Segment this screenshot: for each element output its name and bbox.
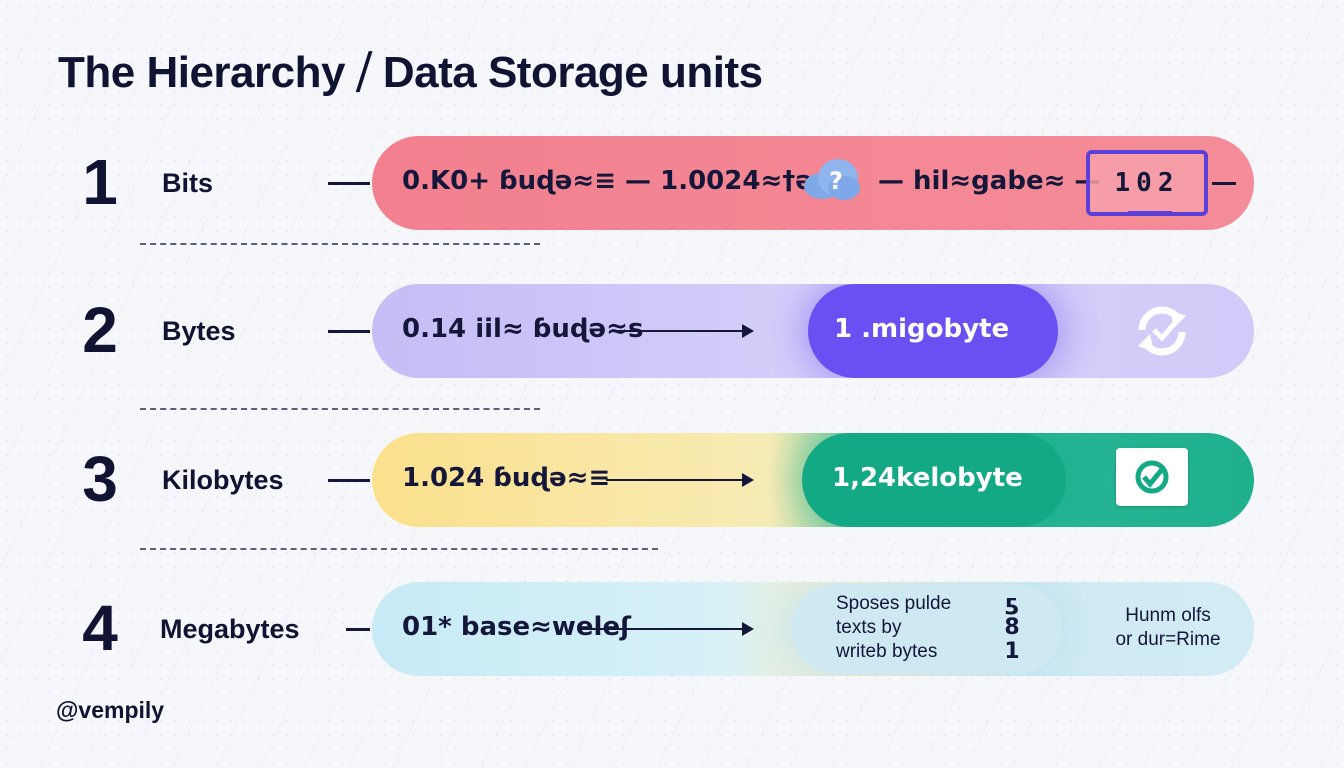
center-line: Sposes pulde [836,593,952,614]
row-number: 3 [82,443,118,515]
checkbox-frame [1116,448,1188,506]
row-number: 4 [82,592,118,664]
arrow-right [578,622,754,636]
highlight-blob [792,584,1062,674]
right-line: or dur=Rime [1115,629,1221,650]
row-pill: 1.024 ɓuɖə≈≡ 1,24kelobyte [372,433,1254,527]
row-pill: 0.K0+ ɓuɖə≈≡ — 1.0024≈†ə≠≈ ? — hil≈gabe≈… [372,136,1254,230]
row-center-lines: Sposes pulde texts by writeb bytes [836,592,951,664]
center-number: ƽ [1004,591,1020,616]
row-label: Bits [162,168,214,198]
row-center-text: 1 .migobyte [834,314,1010,344]
pill-end-line [1212,182,1236,185]
row-label: Megabytes [160,614,300,644]
right-line: Hunm olfs [1125,605,1211,626]
center-line: writeb bytes [836,641,938,662]
connector-line [346,628,370,631]
row-label: Kilobytes [162,465,284,495]
arrow-right [606,473,754,487]
row-right-lines: Hunm olfs or dur=Rime [1108,604,1228,652]
hierarchy-row-megabytes: 4 Megabytes 01* base≈weleʃ Sposes pulde … [0,582,1344,678]
divider-dashed [140,243,540,245]
cloud-question-icon: ? [804,159,860,200]
hierarchy-row-kilobytes: 3 Kilobytes 1.024 ɓuɖə≈≡ 1,24kelobyte [0,433,1344,529]
row-center-numbers: ƽ 8 1 [1000,592,1024,664]
recycle-icon [1138,306,1186,356]
highlight-blob [802,433,1066,527]
row-pill: 0.14 iil≈ ɓuɖə≈s 1 .migobyte [372,284,1254,378]
center-number: 1 [1004,639,1020,664]
counter-digits: 102 [1114,168,1180,198]
highlight-blob [808,284,1058,378]
hierarchy-row-bits: 1 Bits 0.K0+ ɓuɖə≈≡ — 1.0024≈†ə≠≈ ? — hi… [0,136,1344,232]
digit-counter: 102 [1086,150,1208,216]
checkmark-icon [1135,460,1169,494]
svg-text:?: ? [829,167,843,195]
counter-bar [1128,211,1172,216]
brand-logo-text: @vempily [56,697,165,723]
row-number: 1 [82,146,118,218]
row-number: 2 [82,294,118,366]
arrow-right [610,324,754,338]
center-line: texts by [836,617,902,638]
divider-dashed [140,548,658,550]
divider-dashed [140,408,540,410]
center-number: 8 [1004,615,1020,640]
connector-line [328,182,370,185]
connector-line [328,479,370,482]
connector-line [328,330,370,333]
row-left-text: 1.024 ɓuɖə≈≡ [402,463,611,493]
row-left-text: 0.14 iil≈ ɓuɖə≈s [402,314,644,344]
row-left-text: 01* base≈weleʃ [402,612,631,642]
row-center-text: 1,24kelobyte [832,463,1023,493]
row-mid-text: — hil≈gabe≈ — [878,166,1101,196]
row-label: Bytes [162,316,236,346]
hierarchy-row-bytes: 2 Bytes 0.14 iil≈ ɓuɖə≈s 1 .migobyte [0,284,1344,380]
row-left-text: 0.K0+ ɓuɖə≈≡ — 1.0024≈†ə≠≈ [402,166,857,196]
row-pill: 01* base≈weleʃ Sposes pulde texts by wri… [372,582,1254,676]
page-title: The Hierarchy ⧸ Data Storage units [58,48,763,97]
